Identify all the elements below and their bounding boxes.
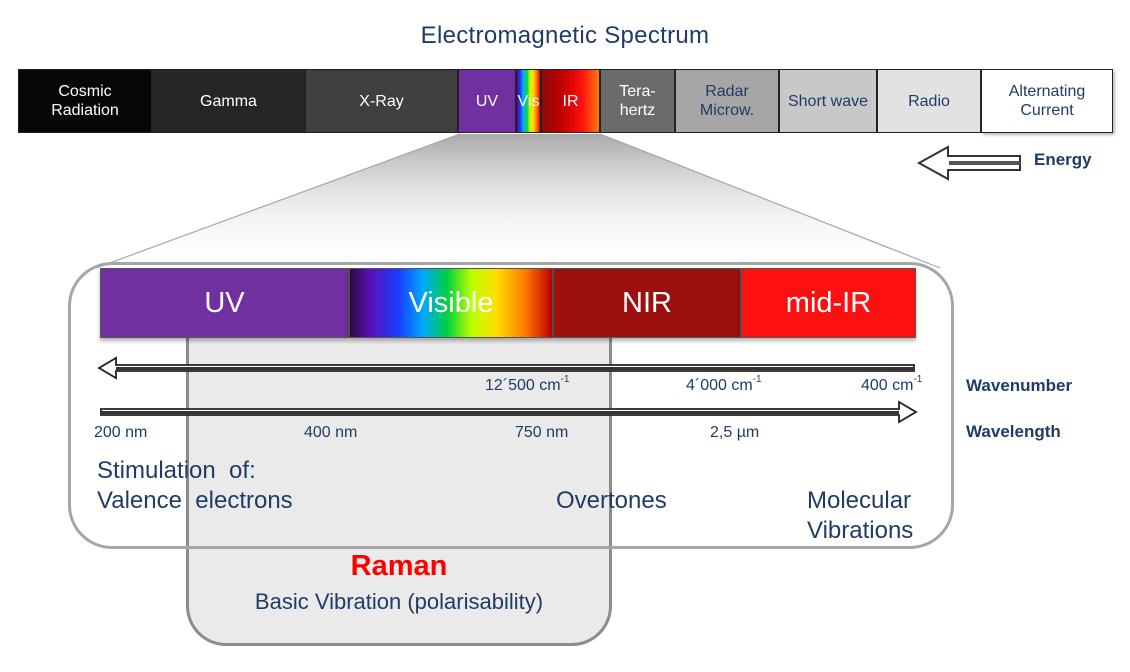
molecular-vibrations-label-2: Vibrations <box>807 517 914 544</box>
wavenumber-value: 12´500 cm <box>485 377 561 394</box>
spectrum-label: UV <box>475 92 499 110</box>
spectrum-short-wave: Short wave <box>779 69 877 133</box>
wavelength-200nm: 200 nm <box>94 424 148 441</box>
wavenumber-value: 4´000 cm <box>686 377 753 394</box>
spectrum-xray: X-Ray <box>305 69 458 133</box>
molecular-vibrations-label-1: Molecular <box>807 487 912 514</box>
spectrum-label: Vis <box>517 92 540 110</box>
zoom-label: UV <box>204 286 245 319</box>
stimulation-heading: Stimulation of: <box>97 457 256 484</box>
raman-region <box>186 330 612 646</box>
unit-exponent: -1 <box>913 374 923 385</box>
spectrum-label: X-Ray <box>359 92 404 110</box>
valence-electrons-label: Valence electrons <box>97 487 293 514</box>
spectrum-radar-microwave: Radar Microw. <box>675 69 779 133</box>
spectrum-visible: Vis <box>516 69 541 133</box>
energy-label: Energy <box>1034 150 1092 169</box>
spectrum-label: Short wave <box>787 92 869 110</box>
wavelength-arrow-icon <box>100 400 918 424</box>
spectrum-label: IR <box>562 92 579 110</box>
spectrum-gamma: Gamma <box>152 69 305 133</box>
spectrum-label: Radar Microw. <box>699 83 755 119</box>
zoom-mid-ir: mid-IR <box>741 268 916 338</box>
spectrum-label: Alternating Current <box>1008 83 1086 119</box>
spectrum-label: Gamma <box>200 92 257 110</box>
wavenumber-4000: 4´000 cm-1 <box>686 374 762 395</box>
spectrum-label: Radio <box>908 92 950 110</box>
spectrum-radio: Radio <box>877 69 981 133</box>
raman-subtitle: Basic Vibration (polarisability) <box>254 589 544 614</box>
wavenumber-12500: 12´500 cm-1 <box>485 374 570 395</box>
wavelength-750nm: 750 nm <box>515 424 569 441</box>
zoom-label: mid-IR <box>785 286 872 319</box>
wavenumber-arrow-icon <box>97 356 915 380</box>
zoom-nir: NIR <box>553 268 741 338</box>
wavelength-2-5um: 2,5 µm <box>710 424 760 441</box>
zoom-box <box>68 262 954 549</box>
spectrum-label: Tera- hertz <box>619 83 656 119</box>
wavenumber-label: Wavenumber <box>966 376 1073 395</box>
spectrum-uv: UV <box>458 69 516 133</box>
spectrum-terahertz: Tera- hertz <box>600 69 675 133</box>
spectrum-ir: IR <box>541 69 600 133</box>
wavenumber-value: 400 cm <box>861 377 914 394</box>
zoom-label: Visible <box>408 286 494 319</box>
zoom-uv: UV <box>100 268 349 338</box>
zoom-visible: Visible <box>349 268 553 338</box>
wavenumber-400: 400 cm-1 <box>861 374 923 395</box>
raman-title: Raman <box>350 550 448 582</box>
zoom-label: NIR <box>622 286 672 319</box>
spectrum-cosmic-radiation: Cosmic Radiation <box>18 69 152 133</box>
unit-exponent: -1 <box>752 374 762 385</box>
unit-exponent: -1 <box>560 374 570 385</box>
wavelength-400nm: 400 nm <box>304 424 358 441</box>
diagram-title: Electromagnetic Spectrum <box>420 22 710 49</box>
energy-arrow-icon <box>916 145 1021 181</box>
overtones-label: Overtones <box>556 487 667 514</box>
spectrum-alternating-current: Alternating Current <box>981 69 1113 133</box>
spectrum-label: Cosmic Radiation <box>51 83 119 119</box>
wavelength-label: Wavelength <box>966 422 1061 441</box>
